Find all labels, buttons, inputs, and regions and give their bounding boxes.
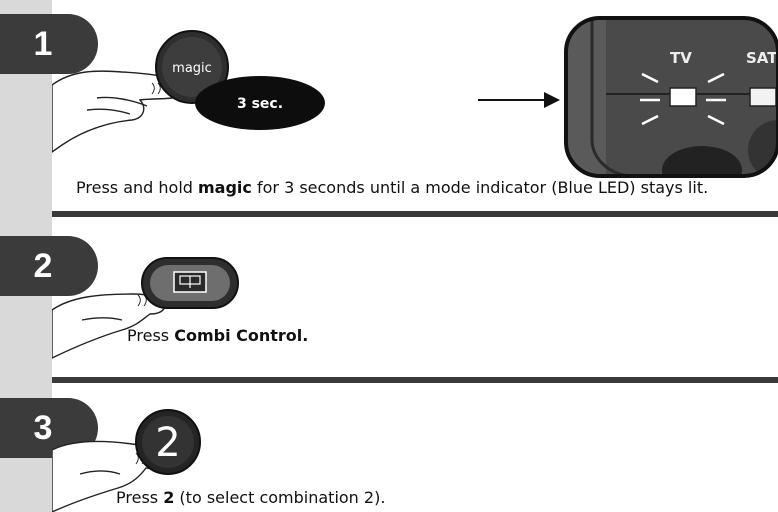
led-label-tv: TV — [670, 49, 692, 67]
step-2-illustration — [52, 257, 239, 359]
step-2-caption-bold: Combi Control. — [174, 326, 309, 345]
led-label-sat: SAT — [746, 49, 778, 67]
step-3-caption: Press 2 (to select combination 2). — [116, 488, 385, 507]
step-3-caption-post: (to select combination 2). — [174, 488, 386, 507]
step-1-badge: 1 — [0, 14, 98, 74]
step-2-number: 2 — [33, 246, 53, 285]
step-3-caption-pre: Press — [116, 488, 164, 507]
step-1-caption-bold: magic — [198, 178, 252, 197]
step-1-caption-pre: Press and hold — [76, 178, 198, 197]
step-divider-2 — [52, 377, 778, 383]
step-2-badge: 2 — [0, 236, 98, 296]
step-1-caption: Press and hold magic for 3 seconds until… — [76, 178, 708, 197]
step-3-number: 3 — [33, 408, 53, 447]
hand-pointer-icon — [52, 293, 166, 359]
duration-label: 3 sec. — [237, 96, 283, 112]
magic-button-label: magic — [172, 61, 212, 76]
step-1-caption-post: for 3 seconds until a mode indicator (Bl… — [251, 178, 709, 197]
step-3-illustration: 2 — [52, 409, 201, 512]
digit-button-label: 2 — [155, 420, 180, 466]
digit-button-icon: 2 — [135, 409, 201, 475]
step-1-number: 1 — [33, 24, 53, 63]
remote-led-zoom-icon: TV SAT — [564, 16, 778, 178]
arrow-right-icon — [478, 92, 560, 108]
magic-button-icon: magic — [155, 30, 229, 104]
step-1-illustration: magic 3 sec. TV SAT — [52, 16, 778, 178]
duration-badge: 3 sec. — [195, 76, 325, 130]
step-3-caption-bold: 2 — [163, 488, 175, 507]
hand-pointer-icon — [52, 70, 188, 153]
step-divider-1 — [52, 211, 778, 217]
step-2-caption-pre: Press — [127, 326, 175, 345]
step-2-caption: Press Combi Control. — [127, 326, 308, 345]
combi-control-button-icon — [141, 257, 239, 309]
